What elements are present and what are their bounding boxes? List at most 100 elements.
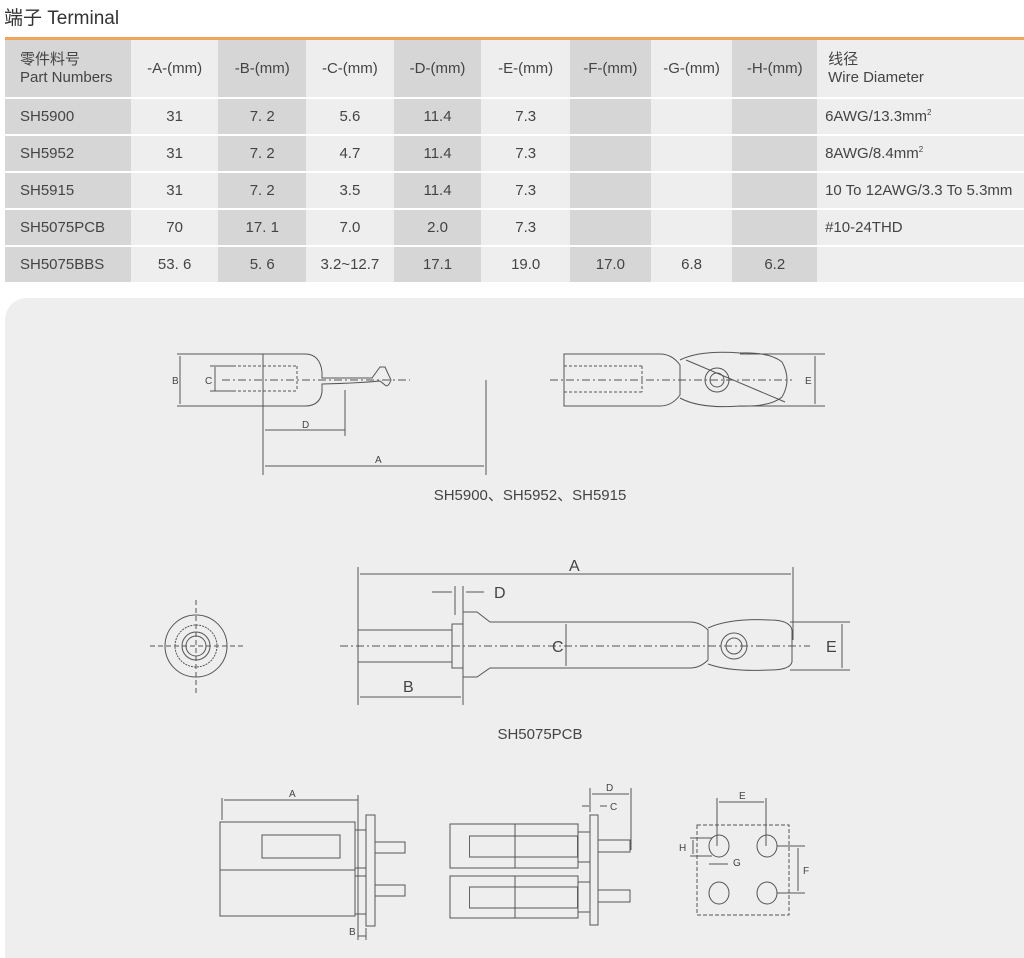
caption-sh5900-series: SH5900、SH5952、SH5915 [434, 487, 627, 504]
cell-f [569, 209, 651, 247]
wire-superscript: 2 [927, 108, 932, 117]
dim-label-a3: A [289, 789, 296, 800]
header-e: -E-(mm) [481, 38, 570, 99]
header-a: -A-(mm) [130, 38, 219, 99]
header-part-cn: 零件料号 [20, 50, 81, 68]
cell-d: 11.4 [393, 98, 482, 136]
wire-value: 10 To 12AWG/3.3 To 5.3mm [825, 182, 1013, 199]
dim-label-c3: C [610, 802, 617, 813]
cell-e: 7.3 [481, 98, 570, 136]
cell-e: 7.3 [481, 209, 570, 247]
cell-g [650, 98, 733, 136]
cell-h: 6.2 [732, 246, 818, 284]
cell-h [732, 98, 818, 136]
cell-g [650, 209, 733, 247]
cell-part: SH5952 [5, 135, 131, 173]
cell-h [732, 209, 818, 247]
header-g: -G-(mm) [650, 38, 733, 99]
wire-value: 8AWG/8.4mm [825, 145, 919, 162]
cell-d: 11.4 [393, 172, 482, 210]
wire-superscript: 2 [918, 145, 924, 154]
cell-wire [817, 246, 1024, 284]
cell-b: 17. 1 [218, 209, 307, 247]
cell-c: 3.5 [306, 172, 394, 210]
header-part-en: Part Numbers [20, 68, 113, 86]
cell-d: 11.4 [393, 135, 482, 173]
cell-c: 3.2~12.7 [306, 246, 394, 284]
dim-label-h3: H [679, 843, 686, 854]
cell-a: 31 [130, 98, 219, 136]
cell-g [650, 172, 733, 210]
cell-c: 5.6 [306, 98, 394, 136]
header-b: -B-(mm) [218, 38, 307, 99]
cell-d: 17.1 [393, 246, 482, 284]
cell-a: 53. 6 [130, 246, 219, 284]
cell-e: 7.3 [481, 172, 570, 210]
dim-label-c2: C [552, 639, 564, 656]
cell-g [650, 135, 733, 173]
cell-b: 7. 2 [218, 135, 307, 173]
cell-part: SH5915 [5, 172, 131, 210]
dim-label-b3: B [349, 927, 356, 938]
cell-e: 7.3 [481, 135, 570, 173]
cell-part: SH5075BBS [5, 246, 131, 284]
cell-e: 19.0 [481, 246, 570, 284]
pcb-end-view [150, 600, 245, 696]
bbs-top-view [449, 788, 632, 926]
dim-label-b: B [172, 376, 179, 387]
cell-b: 5. 6 [218, 246, 307, 284]
cell-c: 4.7 [306, 135, 394, 173]
dim-label-b2: B [403, 679, 414, 696]
header-f: -F-(mm) [569, 38, 651, 99]
dim-label-e3: E [739, 791, 746, 802]
cell-f [569, 135, 651, 173]
cell-f [569, 98, 651, 136]
cell-a: 31 [130, 172, 219, 210]
pcb-side-view [340, 567, 850, 705]
cell-wire: 8AWG/8.4mm2 [817, 135, 1024, 173]
dim-label-d3: D [606, 783, 613, 794]
dim-label-c: C [205, 376, 212, 387]
wire-value: #10-24THD [825, 219, 903, 236]
dim-label-e2: E [826, 639, 837, 656]
cell-b: 7. 2 [218, 172, 307, 210]
cell-d: 2.0 [393, 209, 482, 247]
header-h: -H-(mm) [732, 38, 818, 99]
cell-c: 7.0 [306, 209, 394, 247]
page-title: 端子 Terminal [4, 8, 120, 29]
terminal-top-view [550, 351, 825, 408]
cell-wire: #10-24THD [817, 209, 1024, 247]
cell-h [732, 135, 818, 173]
cell-g: 6.8 [650, 246, 733, 284]
dim-label-a2: A [569, 558, 580, 575]
header-d: -D-(mm) [393, 38, 482, 99]
cell-a: 70 [130, 209, 219, 247]
cell-part: SH5900 [5, 98, 131, 136]
cell-part: SH5075PCB [5, 209, 131, 247]
wire-value: 6AWG/13.3mm [825, 108, 928, 125]
header-wire-en: Wire Diameter [828, 68, 924, 86]
cell-b: 7. 2 [218, 98, 307, 136]
header-c: -C-(mm) [306, 38, 394, 99]
bbs-side-view [219, 795, 406, 940]
cell-f: 17.0 [569, 246, 651, 284]
header-wire-cn: 线径 [828, 50, 859, 68]
dim-label-d2: D [494, 585, 506, 602]
terminal-side-view [177, 353, 487, 475]
cell-h [732, 172, 818, 210]
caption-sh5075pcb: SH5075PCB [497, 726, 582, 743]
cell-wire: 6AWG/13.3mm2 [817, 98, 1024, 136]
dim-label-e: E [805, 376, 812, 387]
cell-f [569, 172, 651, 210]
cell-wire: 10 To 12AWG/3.3 To 5.3mm [817, 172, 1024, 210]
dim-label-g3: G [733, 858, 741, 869]
